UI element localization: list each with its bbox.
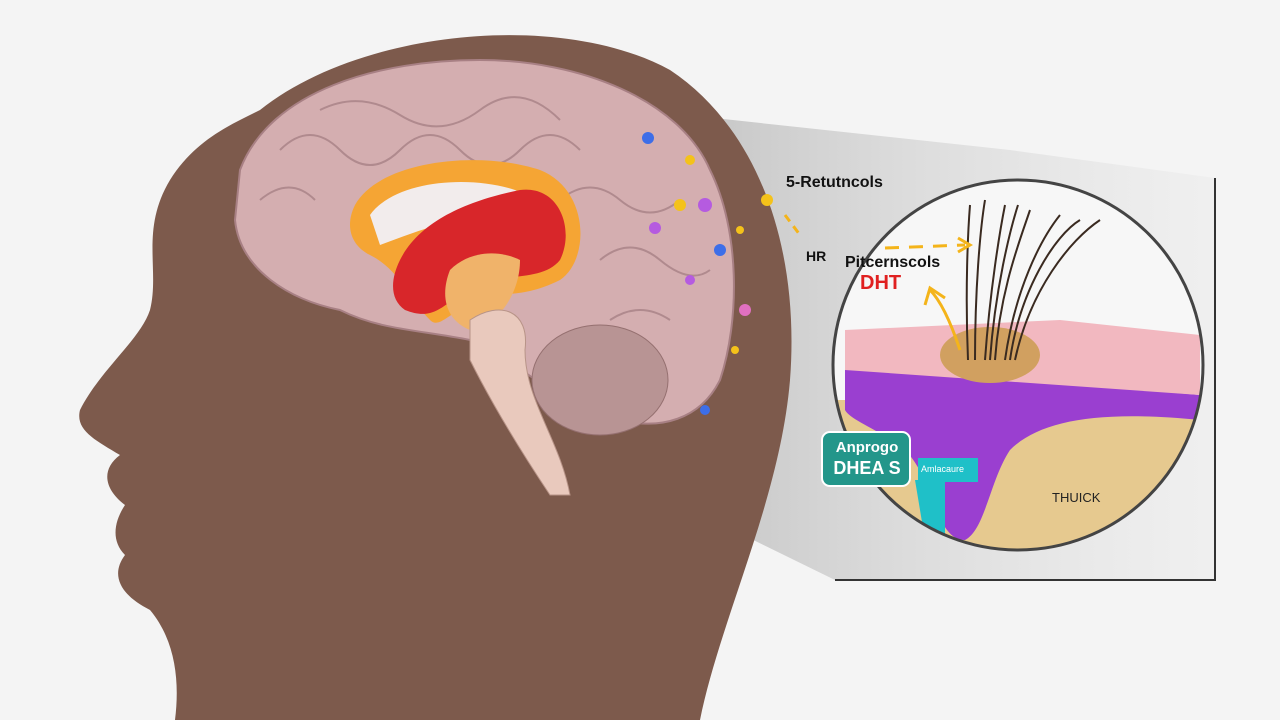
- label-pitcernscols: Pitcernscols: [845, 254, 941, 271]
- label-dht: DHT: [860, 272, 902, 294]
- arrow-icon: [783, 214, 973, 351]
- brain-folds: [259, 96, 711, 321]
- label-retutncols: 5-Retutncols: [786, 174, 883, 191]
- label-thick: THUICK: [1052, 490, 1101, 505]
- limbic-red: [393, 189, 566, 314]
- zoom-frame: [835, 178, 1216, 581]
- androgen-badge: [821, 431, 911, 487]
- magnified-scalp-circle: [831, 178, 1205, 552]
- label-androgo-line2: DHEA S: [833, 458, 901, 478]
- label-hr: HR: [806, 248, 827, 264]
- label-androgo-line1: Anprogo: [835, 439, 899, 456]
- cerebellum: [531, 324, 669, 436]
- hair-strands: [965, 199, 1101, 361]
- brainstem: [469, 309, 571, 496]
- hormone-particles: [642, 132, 773, 415]
- label-small-tag: Amlacaure: [921, 464, 965, 474]
- label-androgo: Anprogo DHEA S: [828, 438, 906, 478]
- small-tag: [918, 458, 978, 482]
